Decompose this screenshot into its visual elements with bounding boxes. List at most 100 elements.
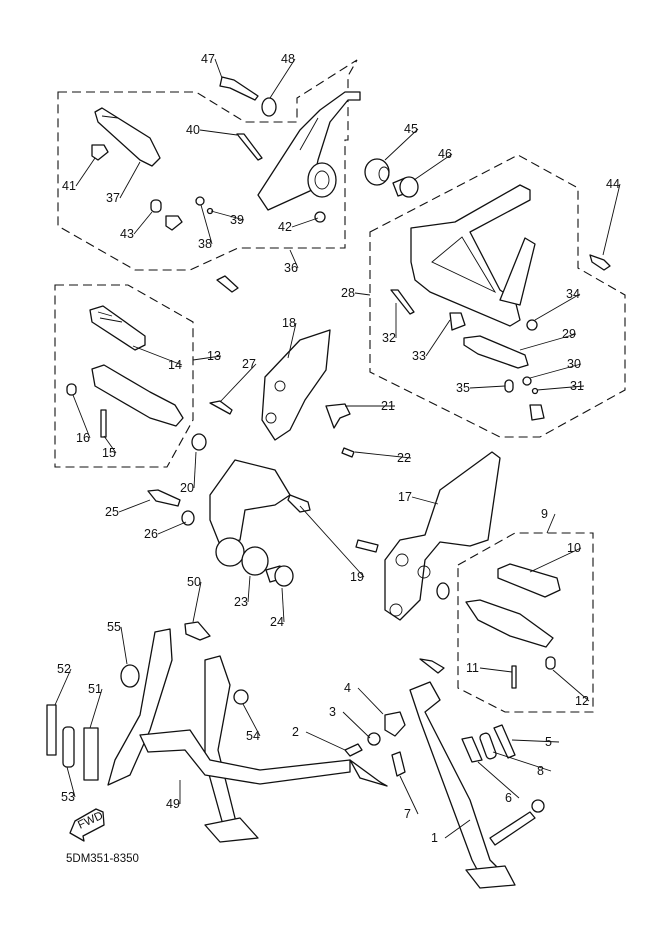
leader-line (534, 293, 581, 321)
part-20-circlip (436, 582, 450, 600)
part-50-bolt (184, 621, 211, 641)
callout-number: 41 (62, 179, 76, 193)
callout-46: 46 (413, 147, 453, 181)
callout-number: 24 (270, 615, 284, 629)
leader-line (411, 496, 439, 505)
callout-51: 51 (88, 682, 103, 729)
part-22-screw (341, 447, 355, 458)
callout-2: 2 (292, 725, 346, 751)
leader-line (602, 183, 621, 256)
leader-line (529, 363, 582, 379)
callout-number: 26 (144, 527, 158, 541)
group-outline-36 (57, 59, 358, 271)
part-27-bolt (419, 658, 445, 674)
part-41-plate (165, 215, 183, 231)
callout-45: 45 (384, 122, 419, 161)
callout-22: 22 (354, 451, 412, 465)
part-36-bracket (257, 91, 361, 211)
callout-number: 34 (566, 287, 580, 301)
callout-30: 30 (529, 357, 582, 379)
leader-line (214, 58, 223, 79)
callout-23: 23 (234, 575, 251, 609)
callout-39: 39 (210, 210, 245, 227)
part-19-bolt (355, 539, 379, 553)
part-30-spring (522, 376, 532, 386)
leader-line (200, 204, 213, 245)
callout-35: 35 (456, 381, 506, 395)
part-6-spring (461, 736, 483, 763)
part-38-spring (195, 196, 205, 206)
part-46-collar (392, 176, 419, 198)
leader-line (133, 211, 153, 235)
callout-13: 13 (192, 349, 222, 363)
callout-number: 11 (466, 661, 479, 675)
callout-number: 45 (404, 122, 418, 136)
callout-8: 8 (492, 751, 552, 778)
leader-line (118, 499, 151, 513)
callout-number: 5 (545, 735, 552, 749)
callout-number: 39 (230, 213, 244, 227)
callout-20: 20 (180, 451, 197, 495)
leader-line (519, 333, 577, 351)
part-44-bolt (589, 254, 611, 271)
leader-line (192, 581, 202, 623)
callout-number: 31 (570, 379, 584, 393)
leader-line (291, 217, 319, 228)
part-41-plate (91, 144, 109, 161)
leader-line (103, 435, 117, 454)
callout-number: 55 (107, 620, 121, 634)
callout-4: 4 (344, 681, 384, 715)
callout-18: 18 (282, 316, 297, 359)
part-55-collar (120, 664, 140, 688)
part-26-washer (181, 510, 195, 526)
callout-21: 21 (345, 399, 395, 413)
callout-25: 25 (105, 499, 151, 519)
leader-line (342, 711, 371, 739)
part-54-nut (233, 689, 249, 705)
group-outline-28 (369, 154, 626, 438)
part-31-ball (531, 387, 539, 395)
callout-33: 33 (412, 319, 451, 363)
leader-line (289, 249, 299, 269)
callout-number: 6 (505, 791, 512, 805)
callout-number: 9 (541, 507, 548, 521)
leader-line (247, 575, 251, 603)
part-47-bolt (219, 76, 259, 101)
callout-31: 31 (536, 379, 585, 393)
callout-47: 47 (201, 52, 223, 79)
leader-line (552, 669, 590, 702)
callout-10: 10 (529, 541, 582, 573)
callout-14: 14 (132, 345, 183, 372)
leader-line (199, 129, 238, 136)
callout-number: 46 (438, 147, 452, 161)
leader-line (192, 355, 222, 361)
callout-number: 12 (575, 694, 589, 708)
part-4-bracket (384, 711, 406, 737)
callout-number: 30 (567, 357, 581, 371)
callout-number: 38 (198, 237, 212, 251)
part-33-plate (449, 312, 466, 331)
callout-number: 20 (180, 481, 194, 495)
callout-number: 17 (398, 490, 412, 504)
part-8-collar (479, 732, 497, 760)
callout-number: 25 (105, 505, 119, 519)
part-24-collar (265, 565, 294, 587)
part-40-bolt (236, 133, 263, 161)
callout-42: 42 (278, 217, 319, 234)
callout-number: 8 (537, 764, 544, 778)
callout-number: 21 (381, 399, 395, 413)
leader-line (157, 521, 187, 535)
part-13-footrest (91, 364, 184, 427)
callout-layer: 1234567891011121314151617181920212223242… (54, 52, 621, 845)
leader-line (479, 667, 513, 673)
leader-line (287, 322, 297, 359)
leader-line (546, 513, 556, 534)
part-49-main-stand (107, 628, 388, 843)
leader-line (89, 688, 103, 729)
callout-number: 48 (281, 52, 295, 66)
part-19-bolt (287, 494, 311, 513)
leader-line (469, 385, 506, 389)
part-21-clamp (325, 403, 351, 429)
callout-37: 37 (106, 161, 141, 205)
callout-34: 34 (534, 287, 581, 321)
